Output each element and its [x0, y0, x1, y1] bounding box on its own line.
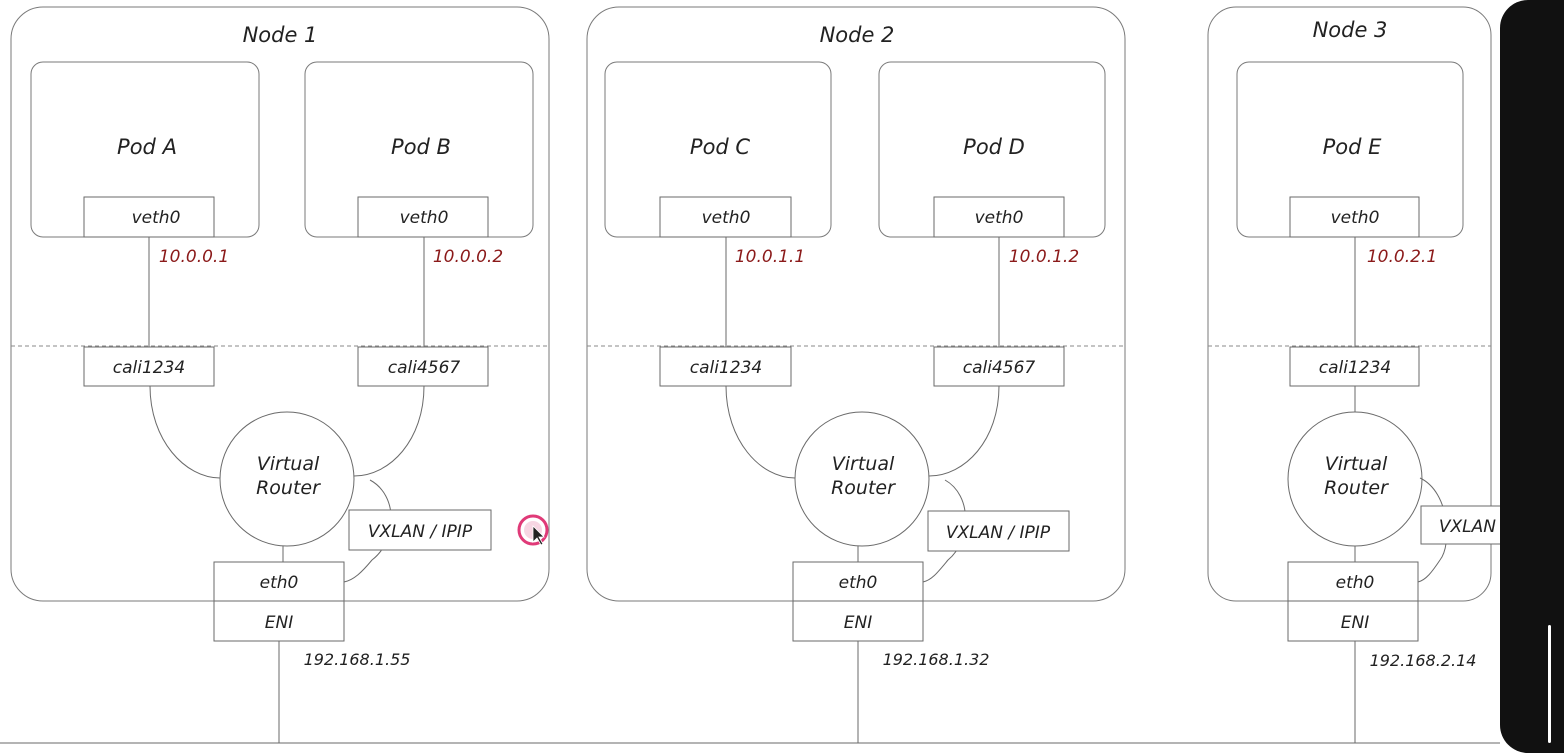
pod-e-cali[interactable] — [1289, 346, 1420, 387]
pod-b-cali[interactable] — [357, 346, 489, 387]
node-2-title: Node 2 — [820, 23, 895, 47]
node-3: Node 3 Pod E veth0 10.0.2.1 cali1234 Vir… — [1207, 6, 1492, 743]
pod-d-veth-label: veth0 — [975, 208, 1024, 228]
node-3-tunnel-loop — [1417, 477, 1448, 583]
node-1-virtual-router[interactable] — [219, 411, 355, 547]
cursor-click-icon — [517, 514, 549, 546]
node-2-eni: ENI — [844, 613, 872, 633]
pod-c-veth-label: veth0 — [702, 208, 751, 228]
node-2-ip: 192.168.1.32 — [883, 650, 990, 669]
network-diagram: Node 1 Pod A veth0 10.0.0.1 cali1234 Pod… — [0, 6, 1500, 744]
node-1-router-line2: Router — [256, 477, 321, 499]
pod-a-veth[interactable] — [83, 196, 215, 238]
pod-a-cali-label: cali1234 — [113, 358, 185, 378]
node-2-tunnel-loop — [922, 479, 967, 583]
node-2-router-line1: Virtual — [832, 453, 895, 475]
pod-c-cali-label: cali1234 — [690, 358, 762, 378]
node-1-tunnel-label: VXLAN / IPIP — [368, 522, 473, 542]
pod-b-veth-label: veth0 — [400, 208, 449, 228]
node-3-eth: eth0 — [1336, 573, 1375, 593]
node-1-tunnel-loop — [343, 479, 392, 583]
node-3-eni: ENI — [1341, 613, 1369, 633]
pod-d-cali[interactable] — [933, 346, 1065, 387]
pod-e-veth-label: veth0 — [1331, 208, 1380, 228]
node-3-title: Node 3 — [1313, 18, 1388, 42]
node-2-tunnel-label: VXLAN / IPIP — [946, 523, 1051, 543]
pod-c-veth[interactable] — [659, 196, 792, 238]
node-2-eth: eth0 — [839, 573, 878, 593]
pod-b-label: Pod B — [391, 135, 451, 159]
node-3-router-line1: Virtual — [1325, 453, 1388, 475]
pod-b-veth[interactable] — [357, 196, 489, 238]
node-1-cali-router-right — [353, 385, 425, 477]
node-2-router-line2: Router — [831, 477, 896, 499]
node-3-ip: 192.168.2.14 — [1370, 651, 1477, 670]
pod-d-label: Pod D — [963, 135, 1025, 159]
node-2-cali-router-left — [725, 385, 796, 479]
pod-d-ip: 10.0.1.2 — [1009, 247, 1079, 267]
pod-c-ip: 10.0.1.1 — [735, 247, 805, 267]
node-1-tunnel[interactable] — [348, 509, 492, 551]
pod-c-cali[interactable] — [659, 346, 792, 387]
pod-b-cali-label: cali4567 — [388, 358, 461, 378]
node-2-virtual-router[interactable] — [794, 411, 930, 547]
pod-d-cali-label: cali4567 — [963, 358, 1036, 378]
pod-e-label: Pod E — [1323, 135, 1383, 159]
pod-a-cali[interactable] — [83, 346, 215, 387]
node-2: Node 2 Pod C veth0 10.0.1.1 cali1234 Pod… — [586, 6, 1126, 743]
pod-a-label: Pod A — [117, 135, 177, 159]
pod-a-veth-label: veth0 — [132, 208, 181, 228]
pod-e-cali-label: cali1234 — [1319, 358, 1391, 378]
pod-c-label: Pod C — [690, 135, 751, 159]
node-1: Node 1 Pod A veth0 10.0.0.1 cali1234 Pod… — [10, 6, 550, 743]
node-2-cali-router-right — [928, 385, 1000, 477]
scrollbar[interactable] — [1548, 625, 1551, 743]
pod-e-veth[interactable] — [1289, 196, 1420, 238]
node-1-eth: eth0 — [260, 573, 299, 593]
node-2-tunnel[interactable] — [927, 510, 1070, 552]
node-1-cali-router-left — [149, 385, 221, 479]
node-1-eni: ENI — [265, 613, 293, 633]
node-1-title: Node 1 — [243, 23, 318, 47]
pod-b-ip: 10.0.0.2 — [433, 247, 503, 267]
side-panel — [1500, 0, 1564, 753]
pod-a-ip: 10.0.0.1 — [159, 247, 229, 267]
node-1-router-line1: Virtual — [257, 453, 320, 475]
node-1-ip: 192.168.1.55 — [304, 650, 411, 669]
pod-e-ip: 10.0.2.1 — [1367, 247, 1437, 267]
node-3-router-line2: Router — [1324, 477, 1389, 499]
